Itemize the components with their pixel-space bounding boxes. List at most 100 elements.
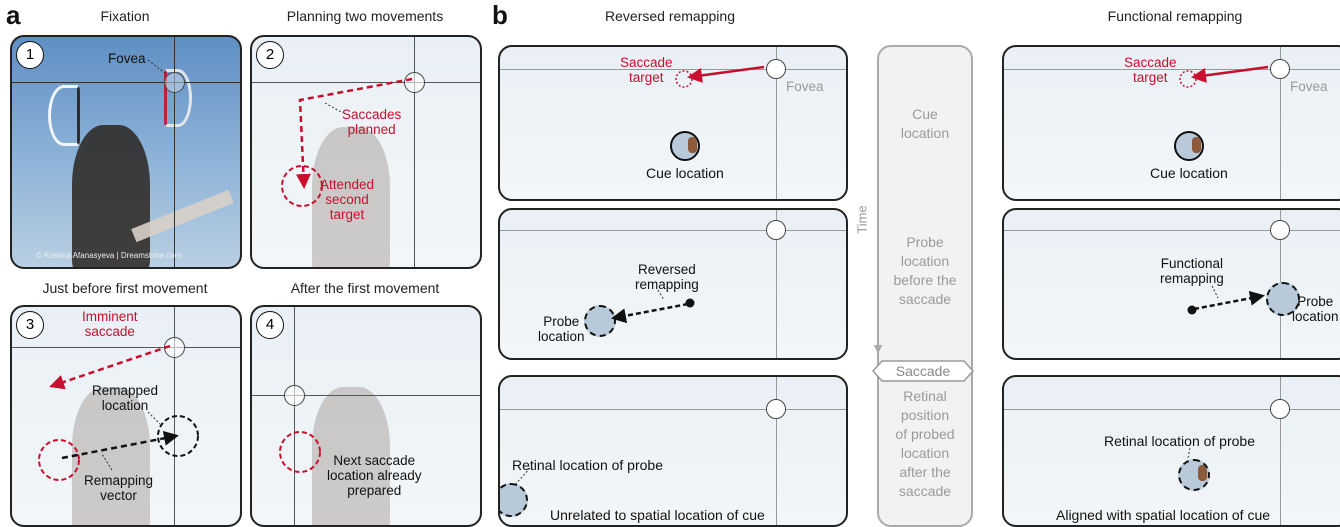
ghost-figure <box>312 127 390 267</box>
fovea-label: Fovea <box>1290 79 1328 94</box>
panel-number-1: 1 <box>16 41 44 69</box>
vertical-gaze-line <box>776 377 778 525</box>
horizontal-gaze-line <box>500 69 846 71</box>
horizontal-gaze-line <box>1004 69 1340 71</box>
functional-pointer <box>1211 285 1219 299</box>
horizontal-gaze-line <box>500 409 846 411</box>
vertical-gaze-line <box>414 37 416 267</box>
attended-second-target-label: Attended second target <box>320 177 375 222</box>
kite-left <box>48 85 80 146</box>
left-column-title: Reversed remapping <box>605 8 735 24</box>
cue-location-marker <box>670 131 700 161</box>
functional-remapping-arrow <box>1193 290 1265 311</box>
cue-location-marker <box>1174 131 1204 161</box>
fovea-circle <box>1270 59 1290 79</box>
saccade-target-circle-right <box>1179 70 1197 88</box>
vertical-gaze-line <box>776 47 778 199</box>
kite-right <box>164 69 192 127</box>
reversed-remapping-arrow <box>611 302 689 324</box>
reversed-panel-2: Reversed remapping Probe location <box>498 208 848 360</box>
saccade-target-circle-left <box>675 70 693 88</box>
probe-location-marker <box>1266 282 1300 316</box>
vertical-gaze-line <box>174 37 176 267</box>
cue-location-label: Cue location <box>646 165 724 181</box>
probe-location-label: Probe location <box>538 314 585 344</box>
cue-location-label: Cue location <box>1150 165 1228 181</box>
horizontal-gaze-line <box>12 82 240 84</box>
vertical-gaze-line <box>1280 377 1282 525</box>
horizontal-gaze-line <box>252 82 480 84</box>
retinal-pointer-left <box>513 467 531 487</box>
fovea-circle <box>766 59 786 79</box>
reversed-pointer <box>657 289 665 301</box>
panel-a1-title: Fixation <box>100 8 150 24</box>
saccades-pointer <box>324 102 344 114</box>
vertical-gaze-line <box>1280 47 1282 199</box>
saccade-arrow-right <box>1191 65 1269 83</box>
panel-a1: 1 Fovea © Kristina Afanasyeva | Dreamsti… <box>10 35 242 269</box>
remapped-pointer <box>147 411 161 425</box>
fovea-circle <box>404 72 425 93</box>
horizontal-gaze-line <box>500 230 846 232</box>
aligned-label: Aligned with spatial location of cue <box>1056 507 1271 523</box>
reversed-panel-1: Fovea Saccade target Cue location <box>498 45 848 201</box>
ghost-figure <box>312 387 390 525</box>
fovea-circle <box>284 385 305 406</box>
panel-a4-title: After the first movement <box>290 280 440 296</box>
imminent-saccade-arrow <box>49 344 171 390</box>
fovea-circle <box>766 399 786 419</box>
next-saccade-label: Next saccade location already prepared <box>327 453 422 498</box>
vertical-gaze-line <box>776 210 778 358</box>
probe-location-label: Probe location <box>1292 294 1339 324</box>
functional-panel-3: Retinal location of probe Aligned with s… <box>1002 375 1340 527</box>
imminent-saccade-label: Imminent saccade <box>82 309 138 339</box>
second-target-circle <box>281 165 323 207</box>
panel-number-4: 4 <box>256 311 284 339</box>
panel-a3: 3 Imminent saccade Remapped location Rem… <box>10 305 242 527</box>
panel-a-letter: a <box>6 0 21 30</box>
reversed-remapping-label: Reversed remapping <box>635 262 699 292</box>
panel-a2-title: Planning two movements <box>286 8 444 24</box>
retinal-probe-marker <box>1178 459 1210 491</box>
functional-panel-2: Functional remapping Probe location <box>1002 208 1340 360</box>
saccade-label: Saccade <box>895 363 951 379</box>
saccade-hexagon-shape <box>872 360 974 382</box>
saccades-planned-label: Saccades planned <box>342 107 402 137</box>
ghost-figure <box>72 387 150 525</box>
functional-panel-1: Fovea Saccade target Cue location <box>1002 45 1340 201</box>
vector-pointer <box>101 453 113 471</box>
saccade-hexagon: Saccade <box>872 360 974 382</box>
functional-remapping-label: Functional remapping <box>1160 256 1224 286</box>
right-column-title: Functional remapping <box>1107 8 1243 24</box>
unrelated-label: Unrelated to spatial location of cue <box>550 507 765 523</box>
remapped-circle <box>157 415 199 457</box>
timeline-cue-location: Cue location <box>900 106 950 141</box>
retinal-pointer-right <box>1187 447 1191 459</box>
fovea-label: Fovea <box>786 79 824 94</box>
panel-number-2: 2 <box>256 41 284 69</box>
horizontal-gaze-line <box>1004 230 1340 232</box>
saccade-target-label: Saccade target <box>1124 55 1177 85</box>
fovea-circle <box>766 220 786 240</box>
horizontal-gaze-line <box>12 347 240 349</box>
timeline-column: Cue location Probe location before the s… <box>877 45 973 527</box>
horizontal-gaze-line <box>1004 409 1340 411</box>
panel-b-letter: b <box>492 0 508 30</box>
retinal-probe-marker <box>500 483 528 517</box>
fovea-circle <box>1270 399 1290 419</box>
fovea-label: Fovea <box>108 51 146 66</box>
panel-number-3: 3 <box>16 311 44 339</box>
next-saccade-circle <box>279 431 321 473</box>
planned-saccade-path <box>295 77 413 189</box>
panel-a3-title: Just before first movement <box>42 280 208 296</box>
timeline-retinal-position: Retinal position of probed location afte… <box>895 388 955 499</box>
retinal-location-label: Retinal location of probe <box>1104 433 1255 449</box>
probe-location-marker <box>584 305 616 337</box>
kiteboarder-figure <box>72 125 150 267</box>
saccade-arrow-left <box>687 65 765 83</box>
saccade-target-label: Saccade target <box>620 55 673 85</box>
fovea-circle <box>1270 220 1290 240</box>
panel-a2: 2 Saccades planned Attended second targe… <box>250 35 482 269</box>
panel-a4: 4 Next saccade location already prepared <box>250 305 482 527</box>
